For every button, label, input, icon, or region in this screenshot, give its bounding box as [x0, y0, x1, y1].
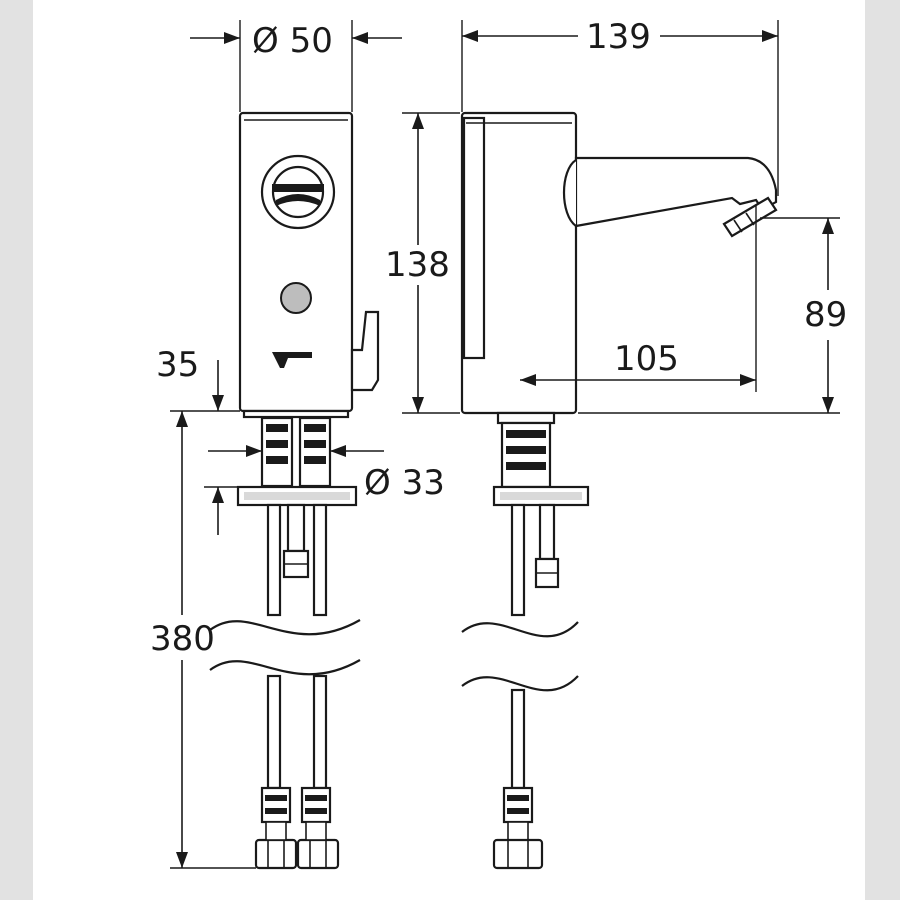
dimension-outlet-reach: 105: [520, 206, 757, 392]
dimension-connection-diameter: Ø 33: [208, 445, 445, 503]
dimension-label-body-diameter: Ø 50: [252, 21, 333, 61]
threaded-rod-side: [538, 503, 556, 561]
hose-right-lower: [312, 674, 328, 790]
side-view: [460, 111, 778, 870]
brand-logo-icon: [272, 352, 312, 368]
dimension-label-outlet-reach: 105: [614, 339, 679, 379]
break-wave-top-front: [209, 619, 361, 636]
dimension-label-base-offset: 35: [156, 345, 199, 385]
temperature-lever-icon: [350, 310, 380, 392]
dimension-label-body-height: 138: [385, 245, 450, 285]
hose-left-lower: [266, 674, 282, 790]
break-wave-top-side: [461, 621, 579, 638]
body-base-side: [496, 411, 556, 425]
aerator-icon: [722, 196, 778, 238]
break-wave-bottom-front: [209, 659, 361, 676]
front-view: [209, 111, 380, 870]
hose-side-upper: [510, 503, 526, 617]
threaded-rod-front: [286, 503, 306, 553]
hose-left-upper: [266, 503, 282, 617]
drawing-canvas: [33, 0, 865, 900]
dimension-label-outlet-height: 89: [804, 295, 847, 335]
indicator-led-icon: [280, 282, 312, 314]
dimension-label-total-depth: 139: [586, 17, 651, 57]
dimension-outlet-height: 89: [578, 217, 847, 414]
hose-fittings-front: [254, 786, 340, 870]
connection-blocks-front: [260, 416, 332, 488]
spout-joint: [562, 159, 577, 227]
hose-side-lower: [510, 688, 526, 790]
dimension-total-depth: 139: [461, 17, 779, 196]
dimension-body-height: 138: [385, 112, 460, 414]
dimension-label-hose-length: 380: [150, 619, 215, 659]
body-base-front: [242, 409, 350, 419]
mounting-plate-shade: [244, 492, 350, 500]
dimension-body-diameter: Ø 50: [190, 20, 402, 112]
body-side-panel: [462, 116, 486, 360]
sensor-window-icon: [260, 154, 336, 230]
hose-right-upper: [312, 503, 328, 617]
dimension-hose-length: 380: [150, 411, 256, 869]
break-wave-bottom-side: [461, 675, 579, 692]
dimension-label-connection-diameter: Ø 33: [364, 463, 445, 503]
hose-fitting-side: [492, 786, 544, 870]
